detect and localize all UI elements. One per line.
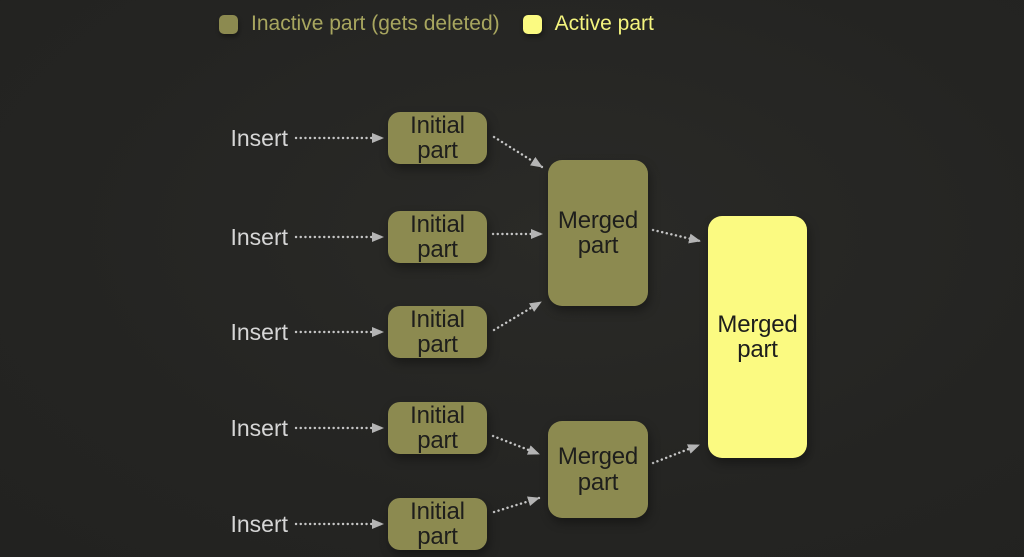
arrow-initial3-to-merged1 xyxy=(492,300,543,332)
legend-label-inactive: Inactive part (gets deleted) xyxy=(251,12,500,35)
insert-label-5: Insert xyxy=(230,511,288,537)
node-merged-part-final: Merged part xyxy=(708,216,807,458)
legend-item-active: Active part xyxy=(522,11,654,37)
arrow-initial5-to-merged2 xyxy=(492,496,541,514)
node-merged-part-2: Merged part xyxy=(548,421,648,518)
inactive-part-swatch-icon xyxy=(219,14,238,34)
arrow-merged1-to-final xyxy=(651,228,702,244)
arrow-merged2-to-final xyxy=(651,443,701,465)
node-initial-part-3: Initial part xyxy=(388,306,487,358)
node-initial-part-2: Initial part xyxy=(388,211,487,263)
node-initial-part-1: Initial part xyxy=(388,112,487,164)
insert-label-1: Insert xyxy=(230,125,288,151)
legend-item-inactive: Inactive part (gets deleted) xyxy=(219,11,500,37)
arrow-initial1-to-merged1 xyxy=(492,135,544,169)
arrow-initial4-to-merged2 xyxy=(491,434,541,456)
insert-label-3: Insert xyxy=(230,319,288,345)
node-merged-part-1: Merged part xyxy=(548,160,648,306)
insert-label-4: Insert xyxy=(230,415,288,441)
active-part-swatch-icon xyxy=(522,14,542,34)
node-initial-part-5: Initial part xyxy=(388,498,487,550)
node-initial-part-4: Initial part xyxy=(388,402,487,454)
insert-label-2: Insert xyxy=(230,224,288,250)
legend-label-active: Active part xyxy=(554,12,654,35)
legend: Inactive part (gets deleted) Active part xyxy=(219,11,654,37)
